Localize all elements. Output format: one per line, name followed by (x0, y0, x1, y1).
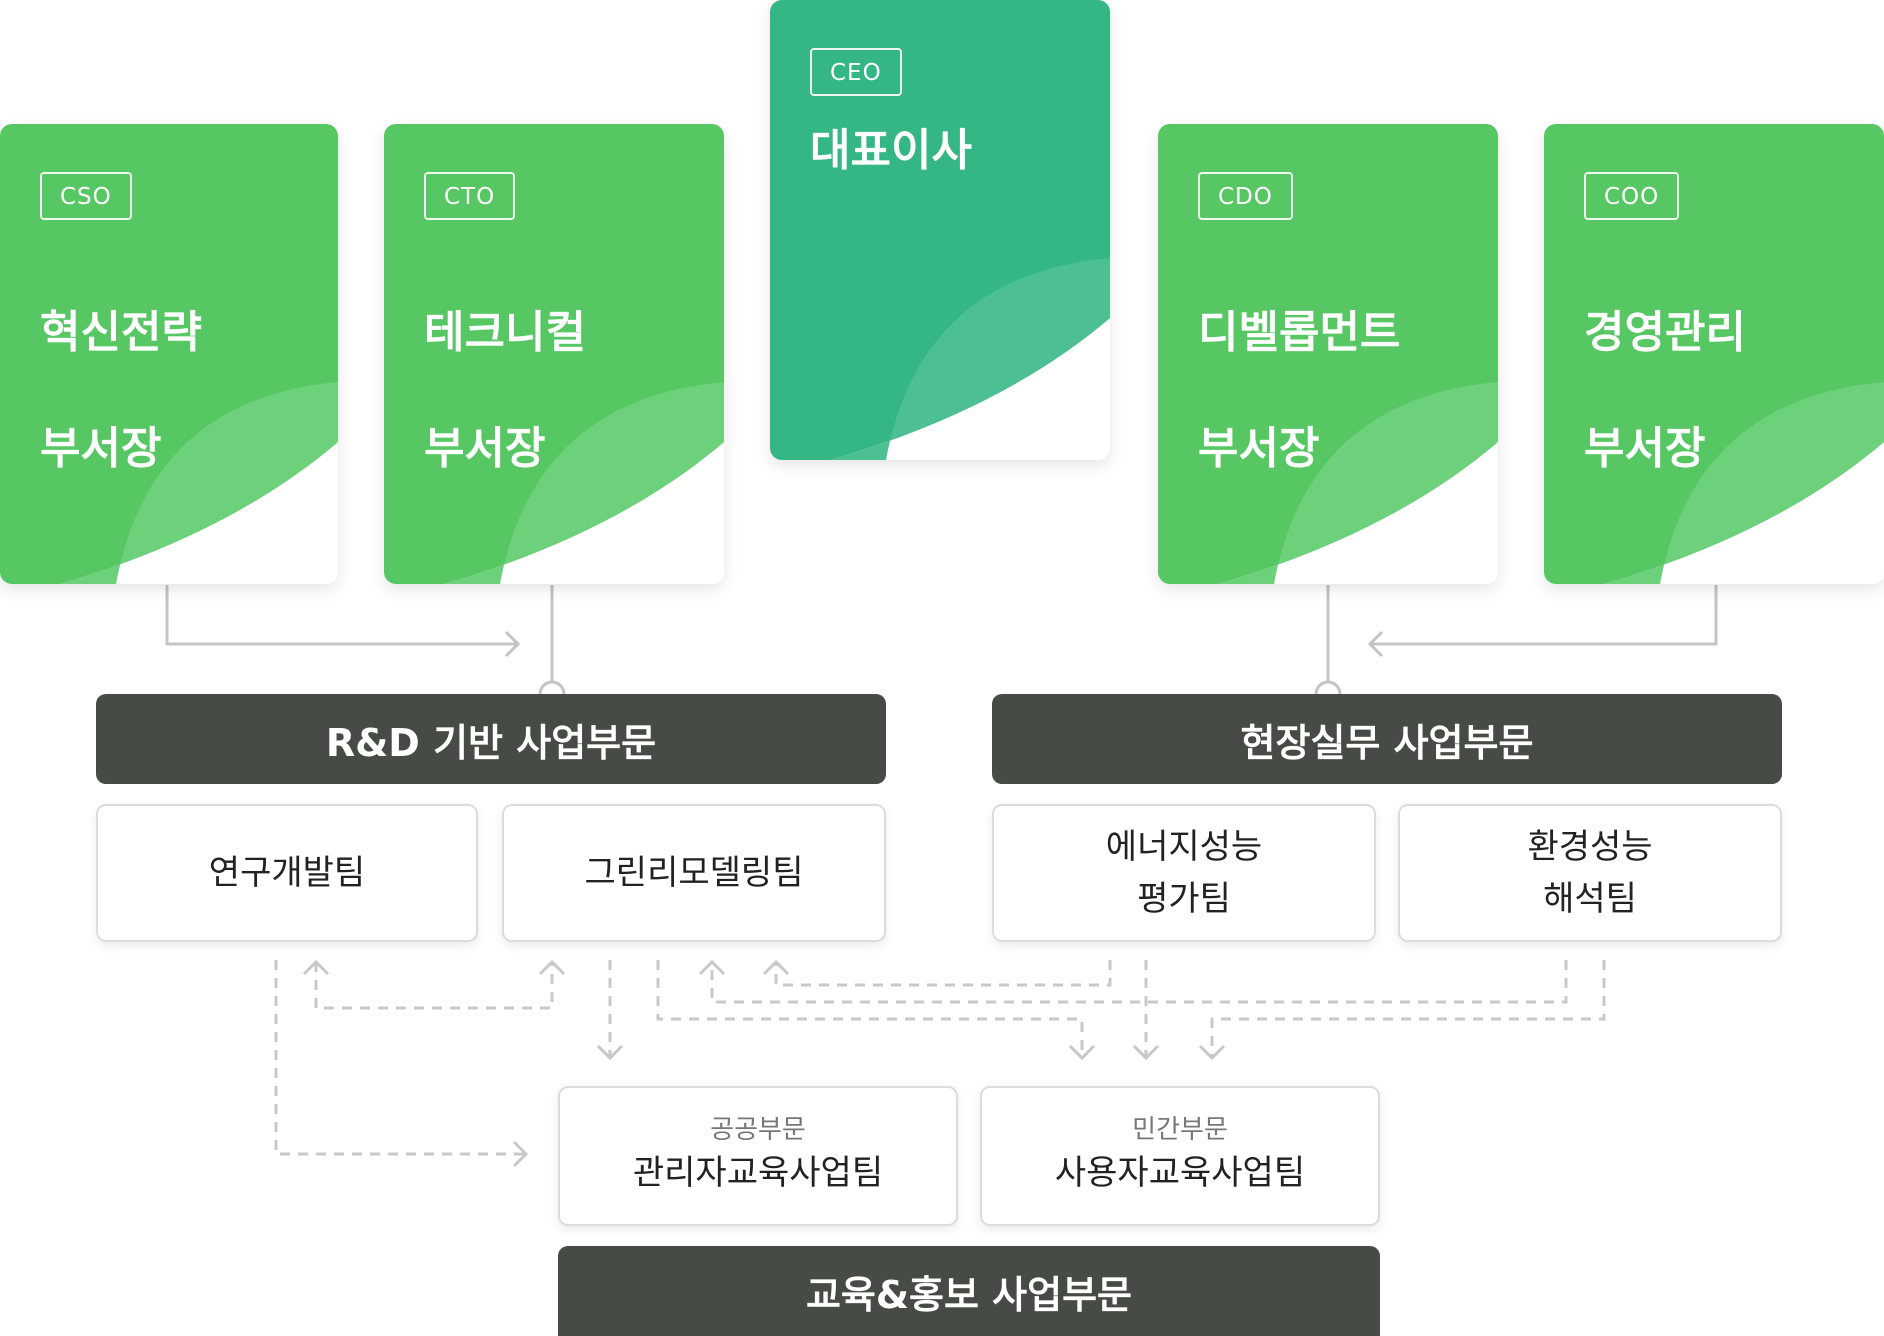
ceo-card: CEO 대표이사 (770, 0, 1110, 460)
coo-badge: COO (1584, 172, 1680, 220)
field-division-bar: 현장실무 사업부문 (992, 694, 1782, 784)
research-team-name: 연구개발팀 (208, 853, 366, 893)
card-background (1158, 124, 1498, 584)
environment-team-line1: 환경성능 (1527, 827, 1653, 867)
energy-team-line1: 에너지성능 (1105, 827, 1263, 867)
card-background (0, 124, 338, 584)
cdo-title-line1: 디벨롭먼트 (1198, 307, 1401, 358)
ceo-badge: CEO (810, 48, 902, 96)
card-background (384, 124, 724, 584)
cto-title-line2: 부서장 (424, 423, 546, 474)
private-education-team-name: 사용자교육사업팀 (1054, 1153, 1306, 1193)
cdo-title-line2: 부서장 (1198, 423, 1320, 474)
cdo-card: CDO 디벨롭먼트 부서장 (1158, 124, 1498, 584)
cto-title-line1: 테크니컬 (424, 307, 586, 358)
green-remodeling-team-name: 그린리모델링팀 (584, 853, 804, 893)
cdo-badge: CDO (1198, 172, 1293, 220)
card-background (770, 0, 1110, 460)
cto-title: 테크니컬 부서장 (424, 246, 586, 536)
cso-badge: CSO (40, 172, 132, 220)
public-education-team-box: 공공부문 관리자교육사업팀 (558, 1086, 958, 1226)
card-background (1544, 124, 1884, 584)
coo-title-line2: 부서장 (1584, 423, 1706, 474)
private-education-team-box: 민간부문 사용자교육사업팀 (980, 1086, 1380, 1226)
cto-card: CTO 테크니컬 부서장 (384, 124, 724, 584)
coo-title: 경영관리 부서장 (1584, 246, 1746, 536)
cto-badge: CTO (424, 172, 516, 220)
private-sector-label: 민간부문 (1132, 1115, 1228, 1145)
ceo-title: 대표이사 (810, 125, 972, 176)
environment-team-line2: 해석팀 (1543, 879, 1637, 919)
coo-title-line1: 경영관리 (1584, 307, 1746, 358)
cso-title-line2: 부서장 (40, 423, 162, 474)
coo-card: COO 경영관리 부서장 (1544, 124, 1884, 584)
cso-title-line1: 혁신전략 (40, 307, 202, 358)
edu-division-bar: 교육&홍보 사업부문 (558, 1246, 1380, 1336)
energy-team-line2: 평가팀 (1137, 879, 1231, 919)
environment-team-box: 환경성능 해석팀 (1398, 804, 1782, 942)
rd-division-bar: R&D 기반 사업부문 (96, 694, 886, 784)
green-remodeling-team-box: 그린리모델링팀 (502, 804, 886, 942)
energy-team-box: 에너지성능 평가팀 (992, 804, 1376, 942)
cdo-title: 디벨롭먼트 부서장 (1198, 246, 1400, 536)
public-education-team-name: 관리자교육사업팀 (632, 1153, 884, 1193)
cso-title: 혁신전략 부서장 (40, 246, 202, 536)
cso-card: CSO 혁신전략 부서장 (0, 124, 338, 584)
public-sector-label: 공공부문 (710, 1115, 806, 1145)
research-team-box: 연구개발팀 (96, 804, 478, 942)
